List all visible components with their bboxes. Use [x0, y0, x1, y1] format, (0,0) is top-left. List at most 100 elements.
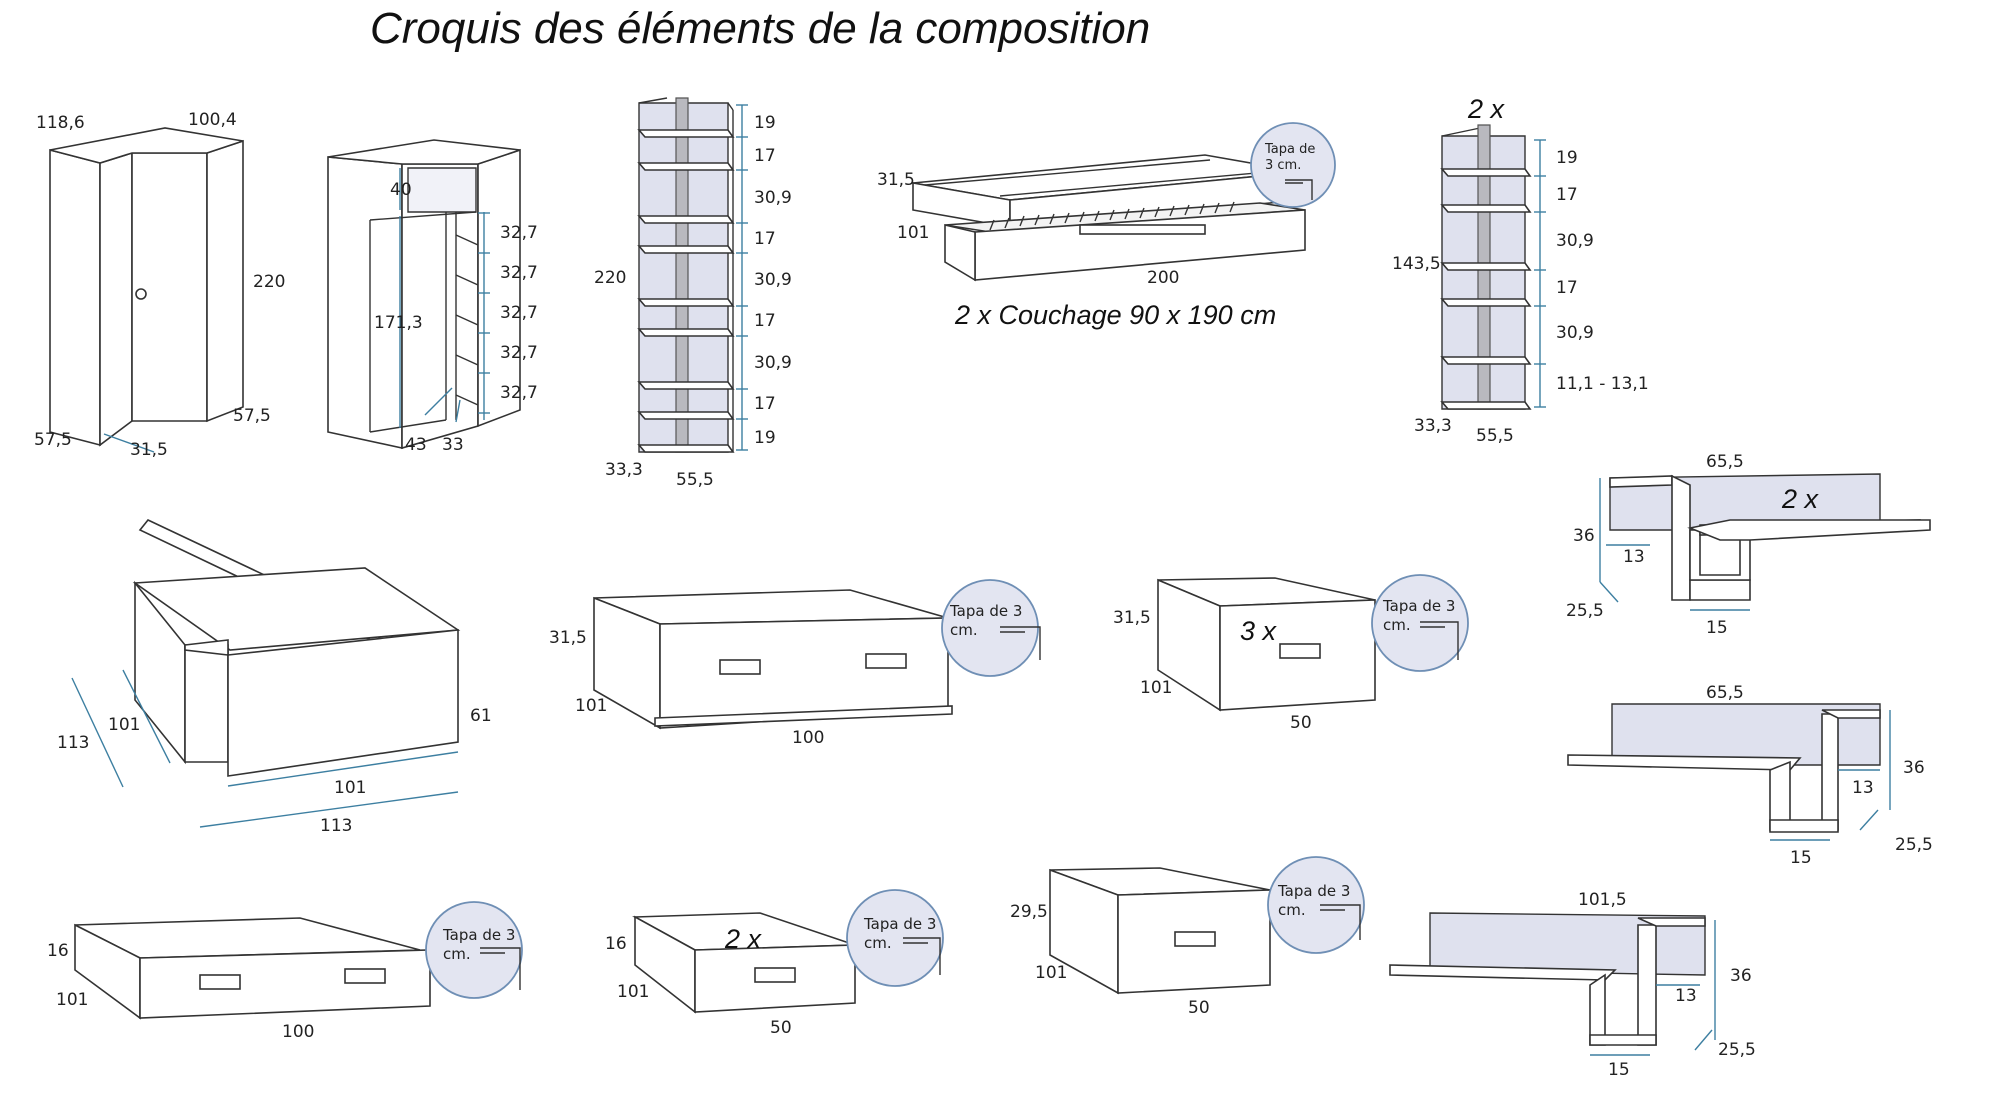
corner-open-shelf-3: 32,7: [500, 303, 538, 323]
drawer-low-2x-width: 50: [770, 1018, 792, 1038]
desk-top-width: 65,5: [1706, 452, 1744, 472]
desk-mid-dim-2: 25,5: [1895, 835, 1933, 855]
short-shelf-section-1: 19: [1556, 148, 1578, 168]
drawer-3x: [1157, 577, 1376, 712]
daybed-dim-2: 101: [897, 223, 930, 243]
wardrobe-depth-line: [103, 433, 155, 453]
drawer-3x-height: 31,5: [1113, 608, 1151, 628]
desk-mid-dim-1: 13: [1852, 778, 1874, 798]
drawer-mid: [1049, 867, 1271, 995]
drawer-3x-width: 50: [1290, 713, 1312, 733]
desk-top-dim-1: 13: [1623, 547, 1645, 567]
chest-width-2: 113: [320, 816, 353, 836]
wardrobe-dim-3: 57,5: [34, 430, 72, 450]
wardrobe-height: 220: [253, 272, 286, 292]
wardrobe-dim-2: 100,4: [188, 110, 237, 130]
corner-open-shelf-1: 32,7: [500, 223, 538, 243]
corner-chest: [71, 519, 461, 828]
daybed-width: 200: [1147, 268, 1180, 288]
drawer-low-2x-count: 2 x: [725, 924, 762, 954]
corner-open-shelf-2: 32,7: [500, 263, 538, 283]
tall-shelf-section-5: 30,9: [754, 270, 792, 290]
corner-open-dim-2: 171,3: [374, 313, 423, 333]
short-shelf-section-5: 30,9: [1556, 323, 1594, 343]
desk-top-count: 2 x: [1782, 484, 1819, 514]
drawer-mid-depth: 101: [1035, 963, 1068, 983]
drawer-mid-height: 29,5: [1010, 902, 1048, 922]
desk-mid-dim-3: 15: [1790, 848, 1812, 868]
desk-bottom-dim-3: 15: [1608, 1060, 1630, 1080]
tall-shelf-section-8: 17: [754, 394, 776, 414]
corner-open-shelf-4: 32,7: [500, 343, 538, 363]
drawer-mid-width: 50: [1188, 998, 1210, 1018]
tall-shelf-section-1: 19: [754, 113, 776, 133]
tall-shelf-section-6: 17: [754, 311, 776, 331]
tapa-circle-drawer-mid: [1267, 856, 1365, 954]
short-shelf-width: 55,5: [1476, 426, 1514, 446]
drawer-low-width: 100: [282, 1022, 315, 1042]
short-shelf-section-4: 17: [1556, 278, 1578, 298]
short-shelf-section-3: 30,9: [1556, 231, 1594, 251]
desk-top-dim-2: 25,5: [1566, 601, 1604, 621]
desk-unit-bottom: [1389, 912, 1716, 1056]
short-shelving-unit: [1440, 124, 1546, 410]
corner-wardrobe-closed: [49, 127, 244, 447]
page-title: Croquis des éléments de la composition: [370, 4, 1151, 53]
drawer-low-height: 16: [47, 941, 69, 961]
desk-bottom-width: 101,5: [1578, 890, 1627, 910]
tall-shelf-section-4: 17: [754, 229, 776, 249]
daybed-caption: 2 x Couchage 90 x 190 cm: [955, 300, 1277, 330]
corner-open-shelf-5: 32,7: [500, 383, 538, 403]
wardrobe-dim-5: 31,5: [130, 440, 168, 460]
tall-shelf-height: 220: [594, 268, 627, 288]
drawer-large-width: 100: [792, 728, 825, 748]
daybed-trundle: [912, 154, 1306, 282]
tall-shelf-depth: 33,3: [605, 460, 643, 480]
wardrobe-dim-4: 57,5: [233, 406, 271, 426]
desk-mid-width: 65,5: [1706, 683, 1744, 703]
tall-shelf-section-7: 30,9: [754, 353, 792, 373]
desk-unit-middle: [1567, 703, 1891, 841]
desk-bottom-dim-1: 13: [1675, 986, 1697, 1006]
tapa-circle-drawer-3x: [1371, 574, 1469, 672]
desk-top-height: 36: [1573, 526, 1595, 546]
drawer-low-large: [74, 917, 431, 1020]
short-shelf-height: 143,5: [1392, 254, 1441, 274]
tapa-label-drawer-low-2x: Tapa de 3 cm.: [864, 915, 937, 952]
daybed-dim-1: 31,5: [877, 170, 915, 190]
drawer-low-2x-depth: 101: [617, 982, 650, 1002]
corner-open-dim-1: 40: [390, 180, 412, 200]
chest-dim-1: 113: [57, 733, 90, 753]
short-shelf-section-2: 17: [1556, 185, 1578, 205]
chest-width-1: 101: [334, 778, 367, 798]
tapa-circle-drawer-large: [941, 579, 1041, 677]
tapa-label-drawer-large: Tapa de 3 cm.: [950, 602, 1023, 639]
desk-bottom-dim-2: 25,5: [1718, 1040, 1756, 1060]
tall-shelf-section-2: 17: [754, 146, 776, 166]
tall-shelf-section-9: 19: [754, 428, 776, 448]
desk-top-dim-3: 15: [1706, 618, 1728, 638]
chest-dim-2: 101: [108, 715, 141, 735]
drawer-large-height: 31,5: [549, 628, 587, 648]
tall-shelving-unit: [637, 97, 748, 453]
tapa-label-drawer-low: Tapa de 3 cm.: [443, 926, 516, 963]
desk-mid-height: 36: [1903, 758, 1925, 778]
chest-height: 61: [470, 706, 492, 726]
drawer-low-2x-height: 16: [605, 934, 627, 954]
wardrobe-dim-1: 118,6: [36, 113, 85, 133]
tapa-circle-daybed: [1250, 122, 1336, 208]
tapa-label-daybed: Tapa de 3 cm.: [1265, 142, 1316, 174]
tall-shelf-section-3: 30,9: [754, 188, 792, 208]
drawer-3x-count: 3 x: [1240, 616, 1277, 646]
drawer-low-depth: 101: [56, 990, 89, 1010]
tapa-label-drawer-3x: Tapa de 3 cm.: [1383, 597, 1456, 634]
tapa-circle-drawer-low-2x: [846, 889, 944, 987]
tall-shelf-width: 55,5: [676, 470, 714, 490]
short-shelf-count: 2 x: [1468, 94, 1505, 124]
corner-open-dim-3: 43: [405, 435, 427, 455]
drawer-large: [593, 589, 953, 730]
desk-unit-top: [1599, 473, 1931, 611]
short-shelf-depth: 33,3: [1414, 416, 1452, 436]
